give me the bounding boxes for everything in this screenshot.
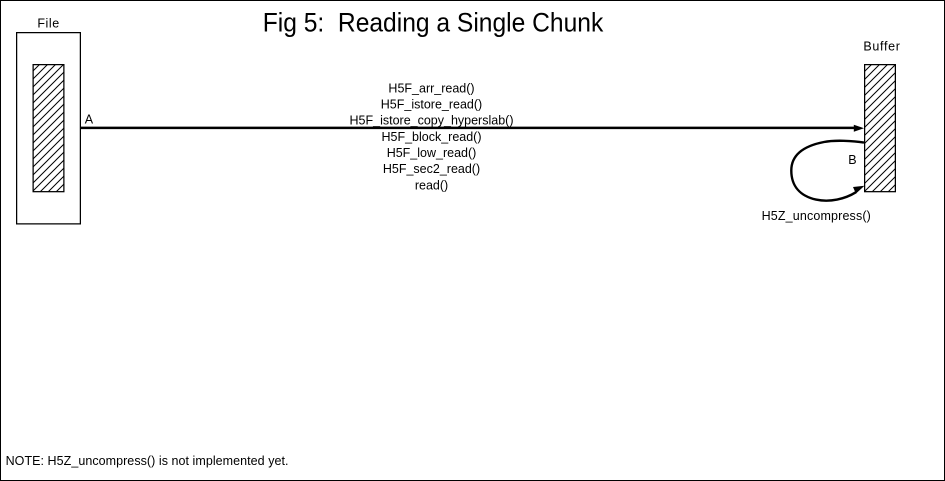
svg-text:File: File <box>37 17 60 31</box>
svg-text:H5F_block_read(): H5F_block_read() <box>381 130 481 144</box>
svg-text:Fig 5: Reading a Single Chunk: Fig 5: Reading a Single Chunk <box>263 9 604 38</box>
svg-text:NOTE: H5Z_uncompress() is not: NOTE: H5Z_uncompress() is not implemente… <box>6 454 289 468</box>
svg-text:H5F_sec2_read(): H5F_sec2_read() <box>383 162 480 176</box>
svg-text:B: B <box>848 153 856 167</box>
svg-text:H5F_istore_copy_hyperslab(): H5F_istore_copy_hyperslab() <box>350 114 514 128</box>
svg-text:Buffer: Buffer <box>863 40 900 54</box>
svg-text:H5F_low_read(): H5F_low_read() <box>387 146 477 160</box>
svg-text:A: A <box>85 113 94 127</box>
svg-text:H5F_istore_read(): H5F_istore_read() <box>381 98 482 112</box>
svg-text:H5F_arr_read(): H5F_arr_read() <box>388 81 474 95</box>
svg-text:H5Z_uncompress(): H5Z_uncompress() <box>762 209 871 223</box>
svg-text:read(): read() <box>415 178 448 192</box>
